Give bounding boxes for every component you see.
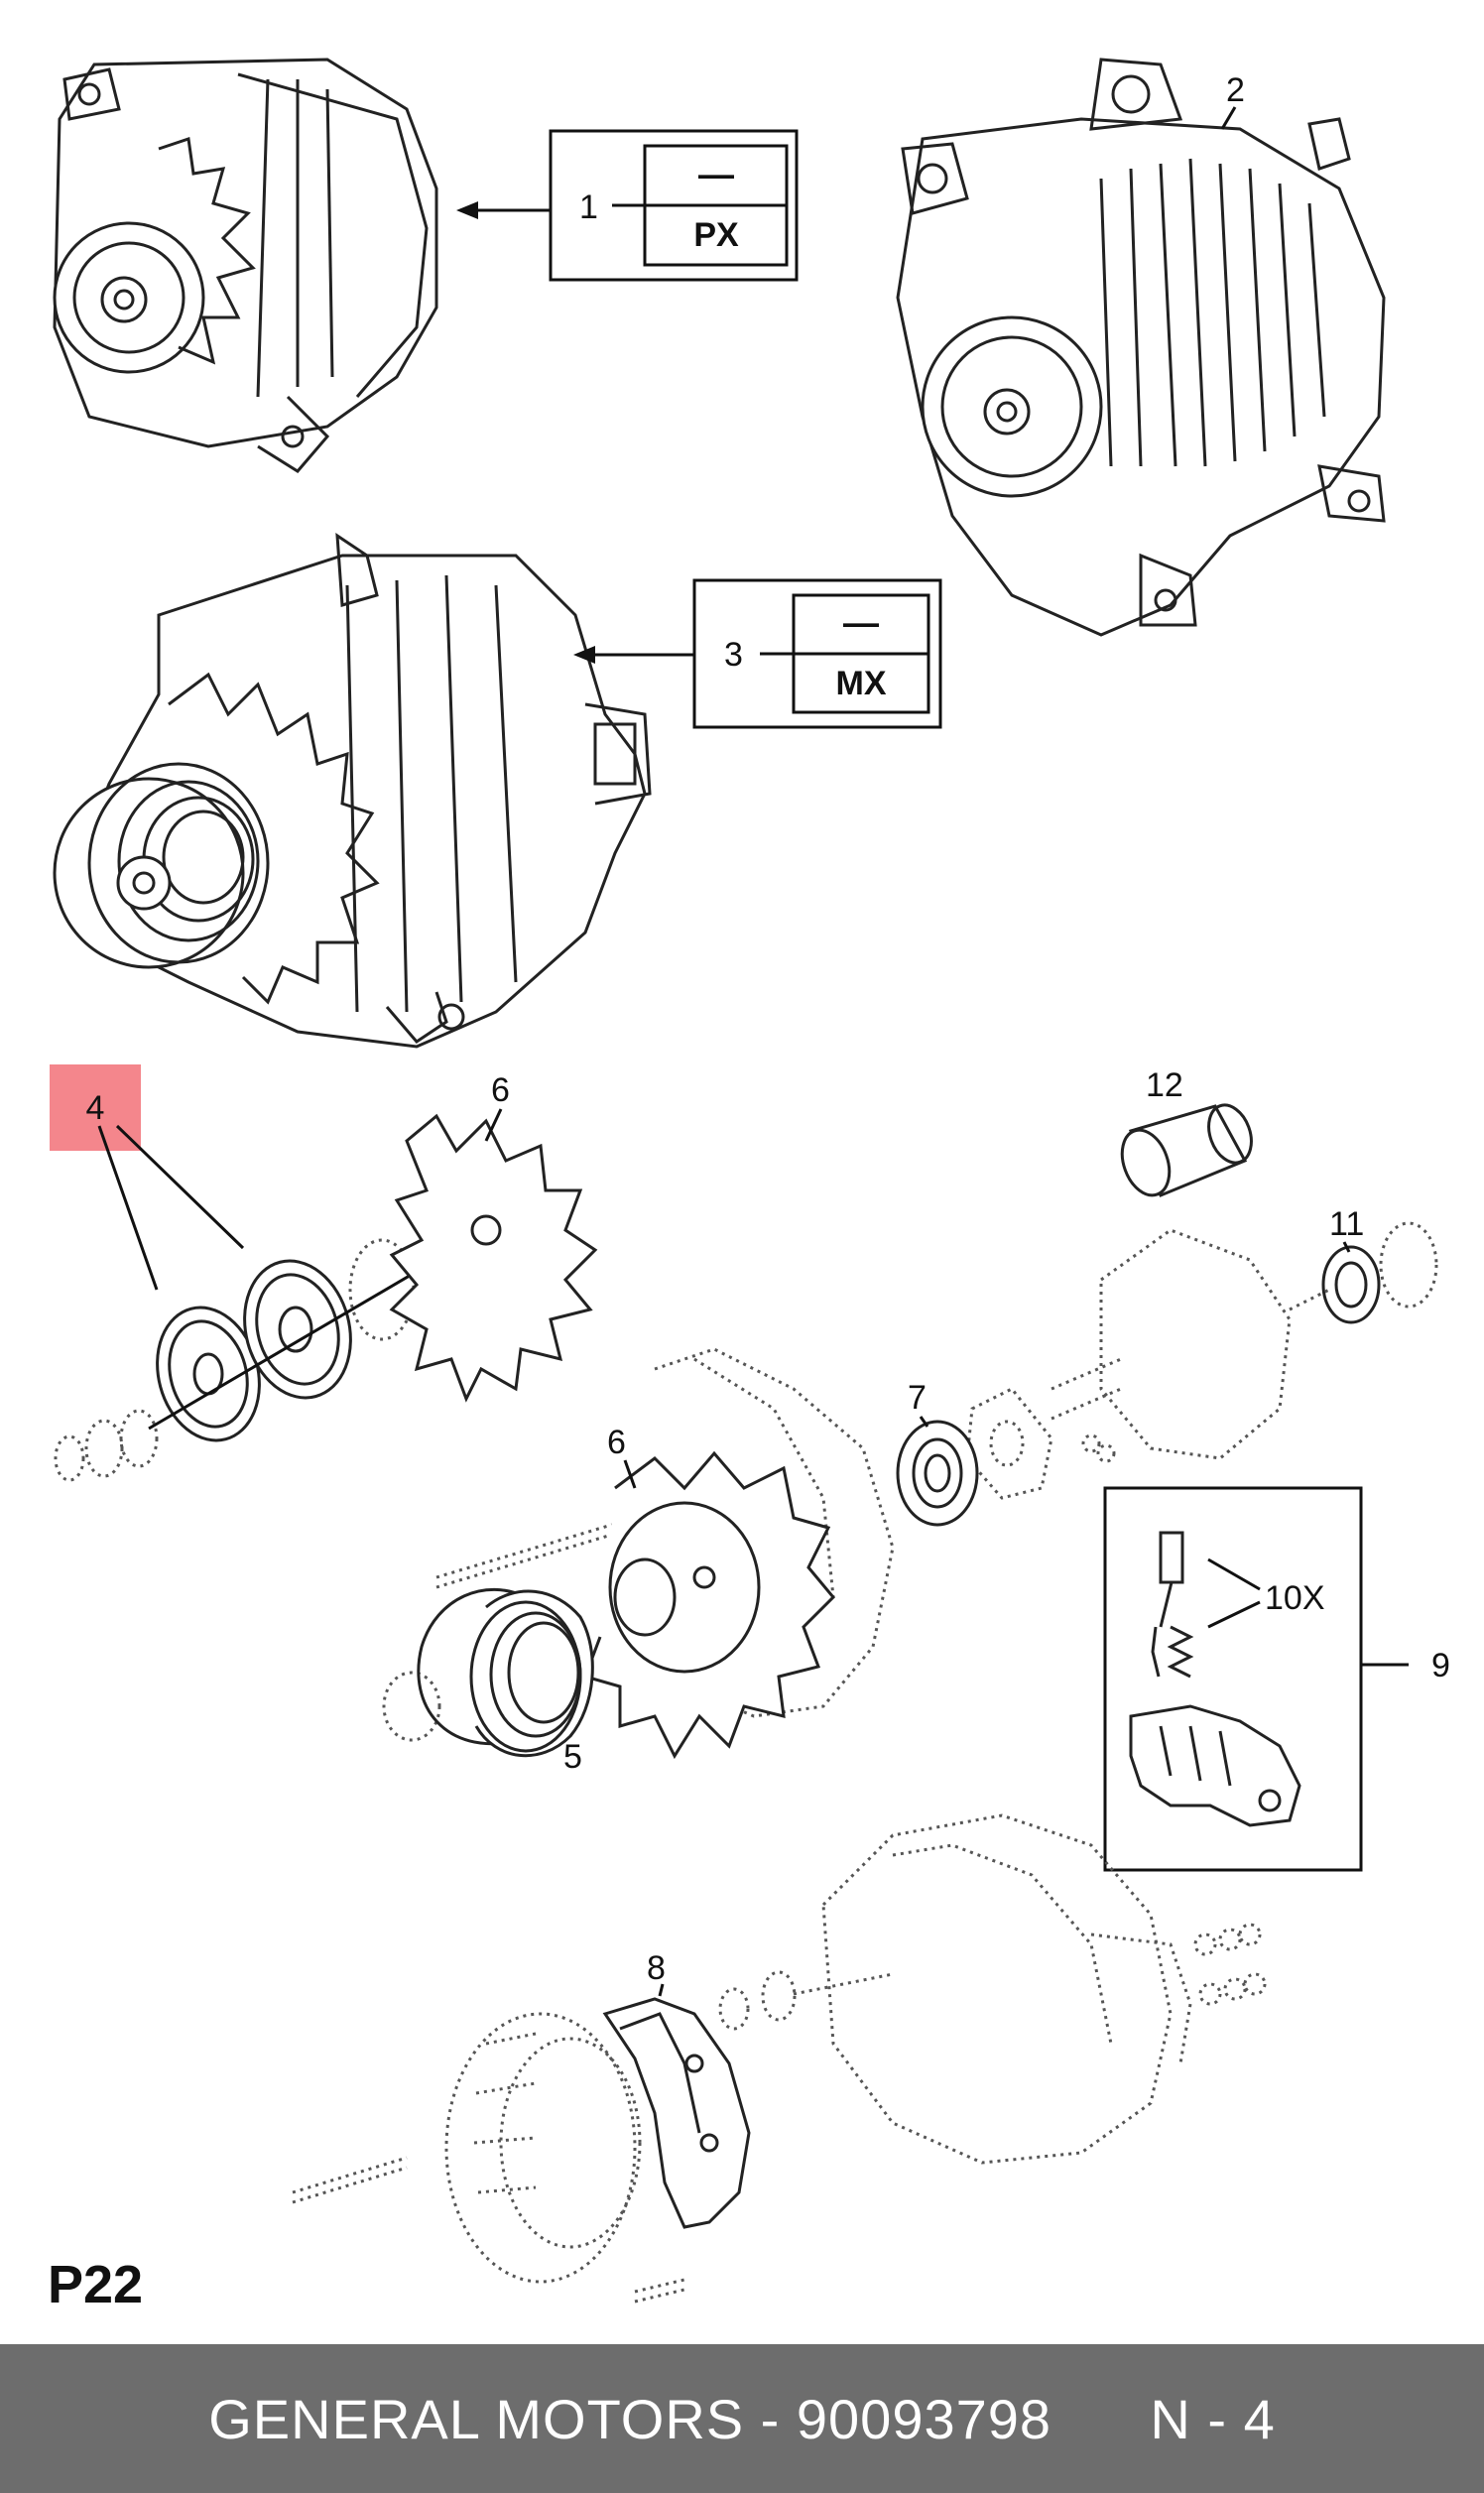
bearing-part-11: [1321, 1221, 1438, 1324]
callout-10x: 10X: [1265, 1579, 1325, 1617]
footer-bar: GENERAL MOTORS - 90093798 N - 4: [0, 2344, 1484, 2493]
slip-ring-end-housing-dotted: [718, 1813, 1267, 2165]
exploded-parts-diagram: 1 — PX 2: [50, 58, 1450, 2304]
rectifier-part-8: [602, 1997, 751, 2229]
footer-page: N - 4: [1150, 2387, 1276, 2450]
footer-text: GENERAL MOTORS - 90093798 N - 4: [208, 2387, 1276, 2451]
callout-7: 7: [908, 1379, 927, 1417]
variant-box-1: [549, 129, 799, 282]
alternator-3-drawing: [53, 533, 652, 1049]
variant-box-3: [692, 578, 942, 729]
callout-3: 3: [724, 636, 743, 674]
callout-4: 4: [86, 1089, 105, 1127]
stator-dotted: [444, 2012, 642, 2284]
screw-dotted: [292, 2156, 408, 2194]
alternator-1-drawing: [53, 58, 438, 473]
bushing-part-12: [1120, 1103, 1253, 1197]
rotor-dotted: [1051, 1228, 1330, 1460]
box3-variant-code: MX: [836, 665, 887, 702]
fan-part-6-lower: [583, 1450, 836, 1760]
box3-top-dash: —: [843, 602, 879, 643]
callout-1: 1: [579, 188, 598, 226]
nut-dotted: [382, 1671, 441, 1742]
callout-5: 5: [563, 1738, 582, 1776]
bearing-part-7: [896, 1420, 979, 1527]
callout-12: 12: [1146, 1066, 1183, 1104]
page-code: P22: [48, 2255, 144, 2314]
brush-holder-regulator: [1129, 1531, 1301, 1827]
callout-6-lower: 6: [607, 1424, 626, 1461]
footer-separator: -: [760, 2387, 781, 2450]
box1-variant-code: PX: [693, 216, 739, 254]
nut-and-washers-dotted: [54, 1409, 159, 1482]
callout-6-upper: 6: [491, 1071, 510, 1109]
regulator-box-9: [1103, 1486, 1363, 1872]
callout-2: 2: [1226, 71, 1245, 109]
callout-11: 11: [1329, 1205, 1364, 1243]
footer-part-number: 90093798: [796, 2387, 1052, 2450]
callout-4-highlight: [50, 1064, 141, 1151]
pulley-part-5: [382, 1587, 594, 1758]
callout-8: 8: [647, 1949, 666, 1987]
alternator-2-drawing: [896, 58, 1386, 637]
through-bolt-dotted: [435, 1516, 636, 1579]
fan-part-6-upper: [389, 1113, 598, 1403]
footer-brand: GENERAL MOTORS: [208, 2387, 745, 2450]
callout-9: 9: [1431, 1647, 1450, 1684]
box1-top-dash: —: [698, 154, 734, 194]
retainer-plate-dotted: [965, 1387, 1116, 1500]
